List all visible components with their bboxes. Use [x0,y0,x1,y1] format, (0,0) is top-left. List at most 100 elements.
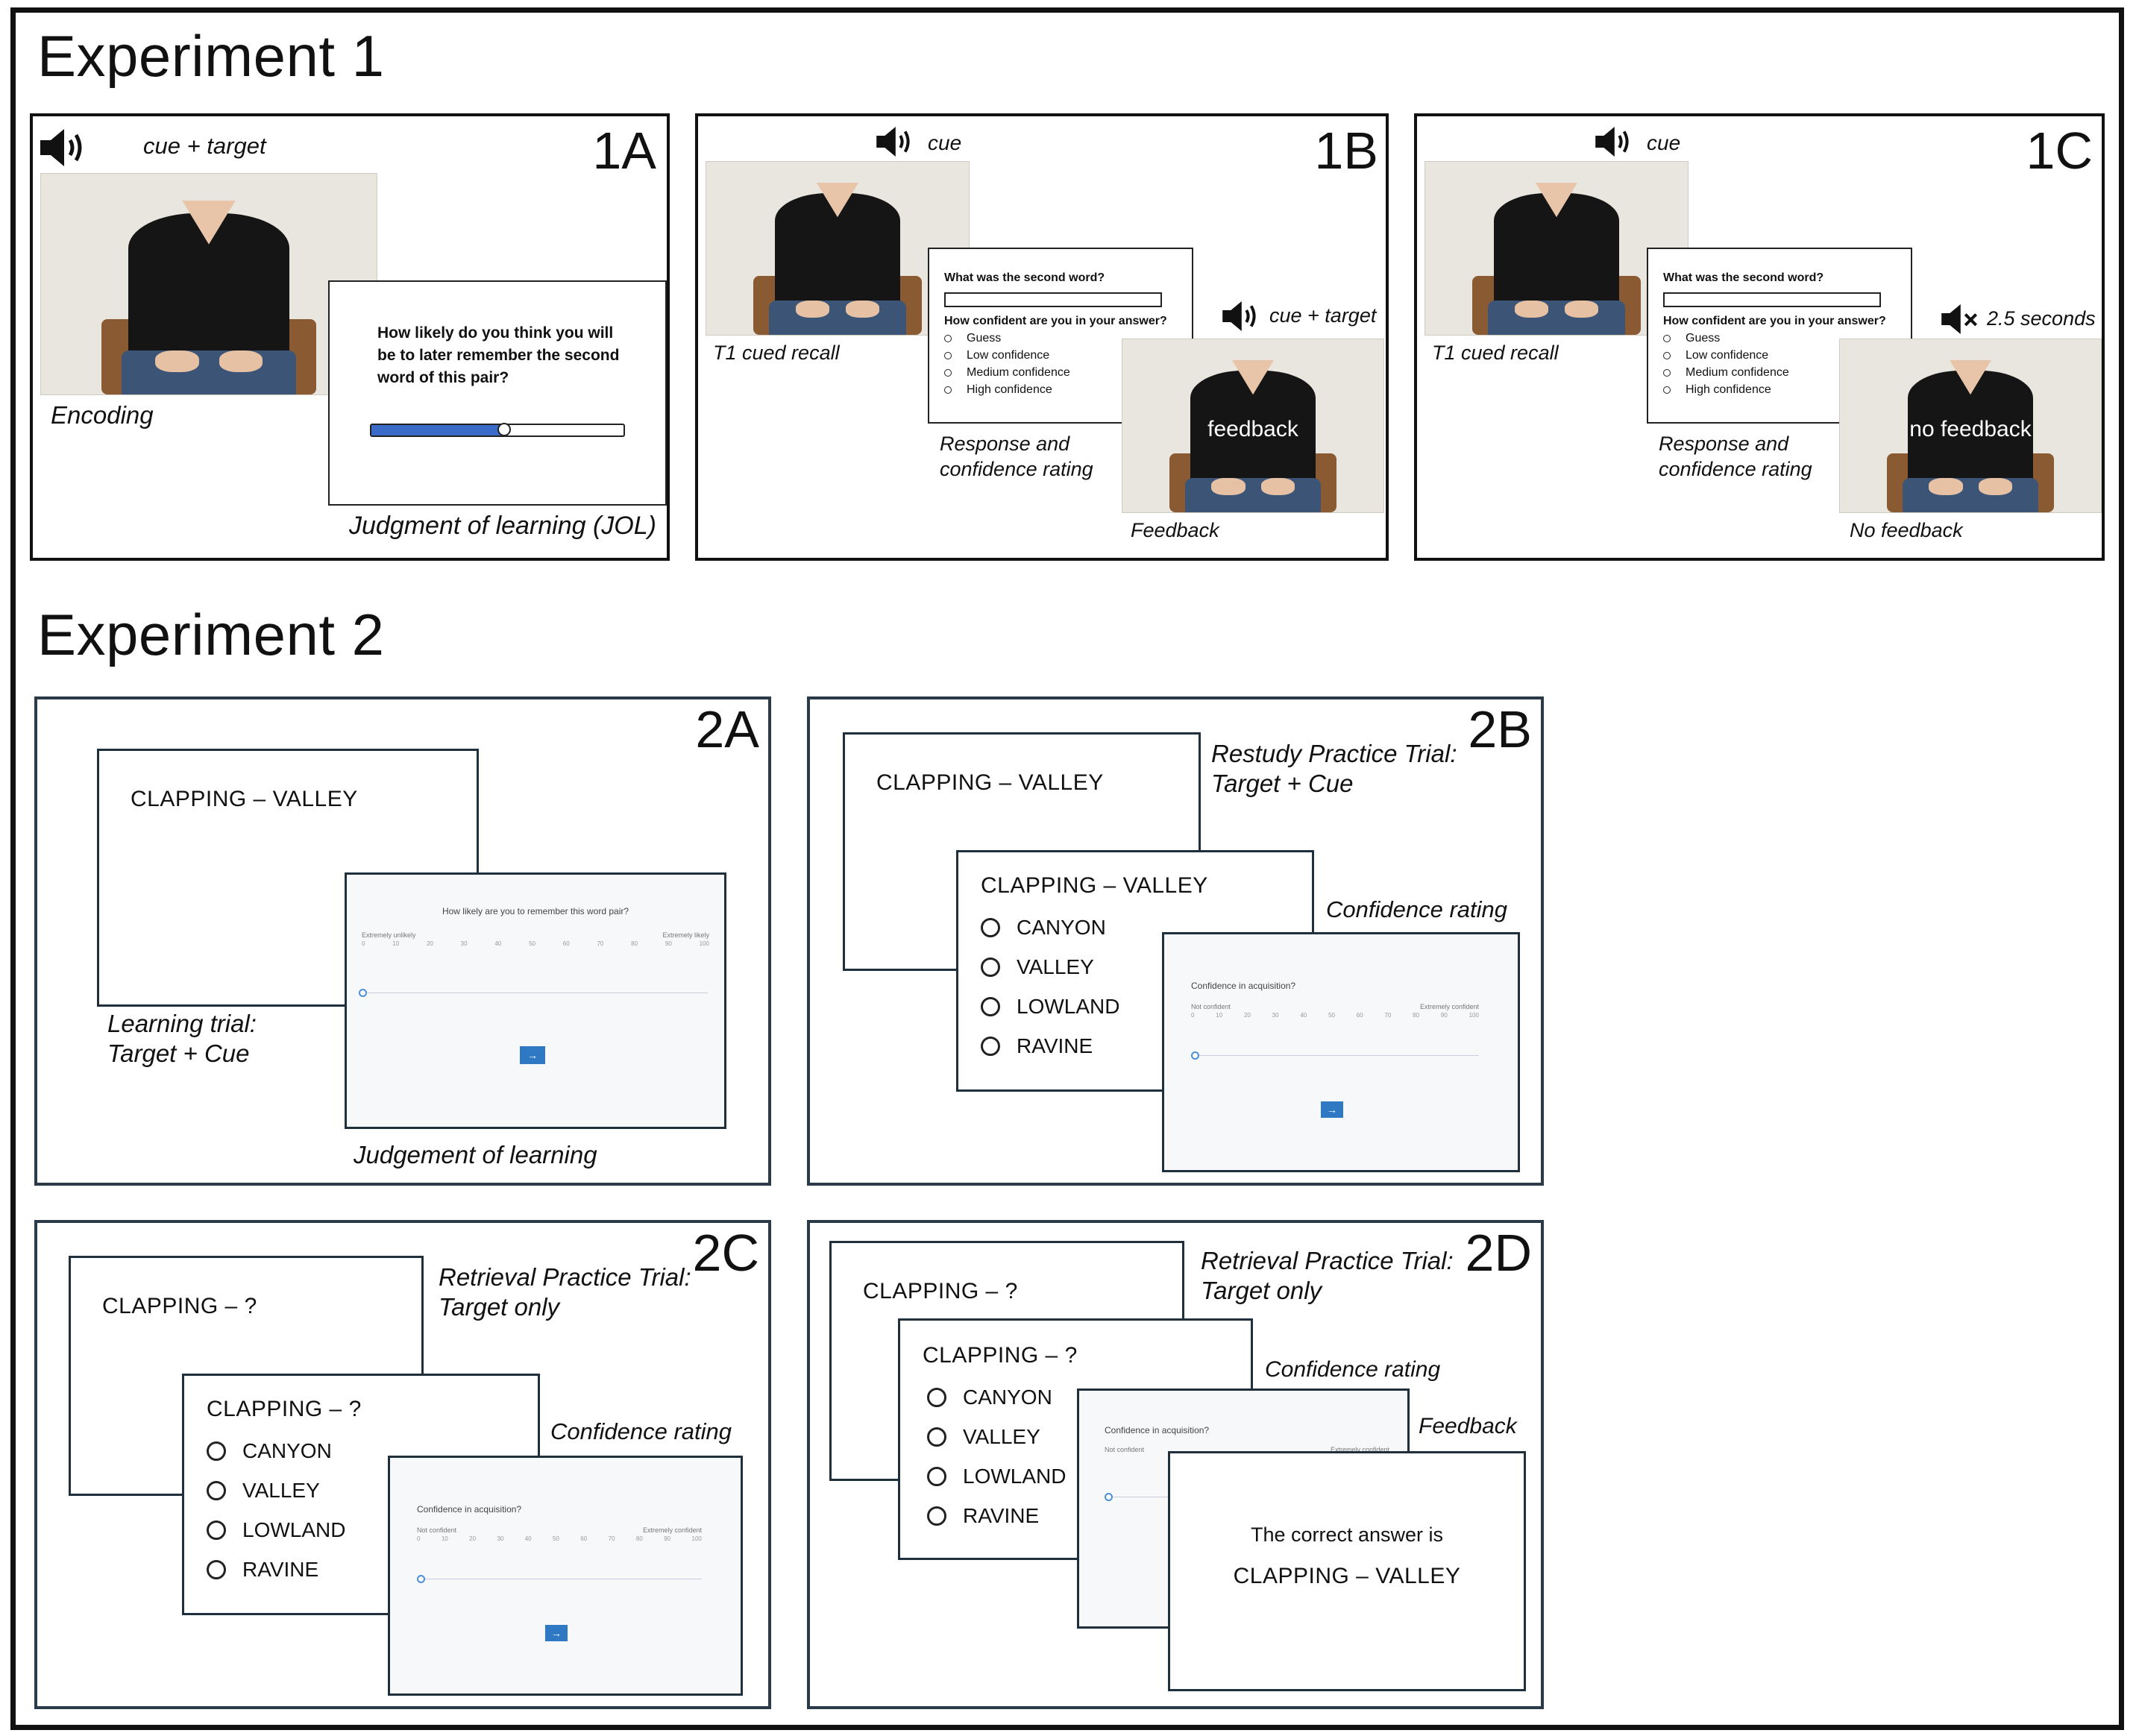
experiment-1-title: Experiment 1 [37,23,385,89]
jol-dialog: How likely do you think you will be to l… [328,280,667,506]
word-pair: CLAPPING – ? [923,1343,1078,1368]
tick-label: 70 [597,940,604,947]
choice-options: CANYON VALLEY LOWLAND RAVINE [981,908,1119,1066]
panel-2a: 2A CLAPPING – VALLEY Learning trial: Tar… [34,696,771,1186]
tick-label: 70 [608,1535,615,1542]
tick-label: 60 [562,940,570,947]
confidence-knob[interactable] [1105,1493,1113,1501]
retrieval-caption-2: Target only [439,1293,560,1321]
option-lowland[interactable]: LOWLAND [981,987,1119,1026]
tick-label: 80 [635,1535,643,1542]
learning-caption-2: Target + Cue [107,1040,250,1067]
confidence-high-label: Extremely confident [1330,1446,1389,1453]
tick-label: 0 [1191,1012,1195,1019]
jol-slider-fill [371,425,503,435]
jol-high-label: Extremely likely [662,931,709,939]
tick-label: 90 [1440,1012,1448,1019]
next-button[interactable]: → [545,1625,568,1641]
panel-label: 2C [692,1224,759,1282]
tick-label: 100 [1468,1012,1479,1019]
confidence-question: Confidence in acquisition? [1191,981,1296,991]
word-pair: CLAPPING – VALLEY [131,787,358,811]
confidence-caption: Confidence rating [1265,1357,1441,1382]
tick-label: 40 [524,1535,532,1542]
panel-label: 2A [695,700,759,758]
confidence-low-label: Not confident [417,1526,457,1534]
recall-question: What was the second word? [944,271,1105,284]
feedback-caption: Feedback [1419,1414,1517,1438]
option-valley[interactable]: VALLEY [207,1471,345,1510]
option-lowland[interactable]: LOWLAND [207,1510,345,1550]
tick-label: 90 [664,1535,671,1542]
no-feedback-caption: No feedback [1850,519,1963,541]
tick-label: 20 [1243,1012,1251,1019]
answer-input[interactable] [944,292,1162,307]
tick-label: 20 [426,940,433,947]
option-low[interactable]: Low confidence [934,347,1070,364]
tick-label: 60 [1356,1012,1363,1019]
panel-2d: 2D CLAPPING – ? Retrieval Practice Trial… [807,1220,1544,1709]
option-medium[interactable]: Medium confidence [934,364,1070,381]
option-guess[interactable]: Guess [1653,330,1789,347]
option-canyon[interactable]: CANYON [207,1431,345,1471]
option-ravine[interactable]: RAVINE [927,1496,1066,1535]
learning-caption-1: Learning trial: [107,1010,257,1037]
option-low[interactable]: Low confidence [1653,347,1789,364]
jol-slider[interactable] [370,423,625,437]
recall-dialog: What was the second word? How confident … [928,248,1193,424]
word-pair: CLAPPING – VALLEY [876,770,1104,795]
tick-label: 0 [362,940,365,947]
option-guess[interactable]: Guess [934,330,1070,347]
option-valley[interactable]: VALLEY [927,1417,1066,1456]
restudy-caption-2: Target + Cue [1211,770,1354,797]
jol-caption: Judgment of learning (JOL) [349,512,656,540]
tick-label: 10 [1216,1012,1223,1019]
tick-label: 30 [1272,1012,1279,1019]
confidence-low-label: Not confident [1105,1446,1145,1453]
tick-label: 20 [469,1535,477,1542]
tick-label: 40 [1300,1012,1307,1019]
audio-label: cue + target [1269,304,1377,327]
jol-slider-knob[interactable] [497,423,511,436]
restudy-caption-1: Restudy Practice Trial: [1211,740,1457,767]
panel-label: 2D [1465,1224,1532,1282]
panel-2b: 2B CLAPPING – VALLEY Restudy Practice Tr… [807,696,1544,1186]
response-caption-1: Response and [940,433,1070,455]
recall-caption: T1 cued recall [713,342,840,364]
tick-label: 80 [631,940,638,947]
confidence-knob[interactable] [417,1575,425,1583]
panel-label: 2B [1468,700,1532,758]
next-button[interactable]: → [1321,1101,1343,1118]
tick-label: 30 [460,940,468,947]
word-pair: CLAPPING – ? [207,1397,362,1421]
confidence-track[interactable] [1196,1055,1479,1056]
answer-input[interactable] [1663,292,1881,307]
feedback-photo: feedback [1122,339,1384,513]
option-canyon[interactable]: CANYON [927,1377,1066,1417]
figure-frame [10,7,2124,1730]
option-high[interactable]: High confidence [1653,381,1789,398]
tick-label: 100 [699,940,709,947]
option-canyon[interactable]: CANYON [981,908,1119,947]
option-medium[interactable]: Medium confidence [1653,364,1789,381]
option-valley[interactable]: VALLEY [981,947,1119,987]
next-button[interactable]: → [520,1046,545,1064]
panel-1a: cue + target 1A Encoding How likely do y… [30,113,670,561]
confidence-screen: Confidence in acquisition? Not confident… [1162,932,1520,1172]
muted-duration-label: 2.5 seconds [1987,307,2096,330]
speaker-icon [1222,301,1256,331]
option-lowland[interactable]: LOWLAND [927,1456,1066,1496]
option-high[interactable]: High confidence [934,381,1070,398]
word-pair: CLAPPING – ? [863,1279,1018,1303]
option-ravine[interactable]: RAVINE [981,1026,1119,1066]
confidence-question: How confident are you in your answer? [944,315,1167,327]
feedback-overlay: feedback [1207,417,1298,442]
confidence-screen: Confidence in acquisition? Not confident… [388,1456,743,1696]
feedback-screen: The correct answer is CLAPPING – VALLEY [1168,1451,1526,1691]
experiment-2-title: Experiment 2 [37,602,385,667]
option-ravine[interactable]: RAVINE [207,1550,345,1589]
confidence-knob[interactable] [1191,1051,1199,1060]
encoding-caption: Encoding [51,401,154,429]
jol-knob[interactable] [359,989,367,997]
